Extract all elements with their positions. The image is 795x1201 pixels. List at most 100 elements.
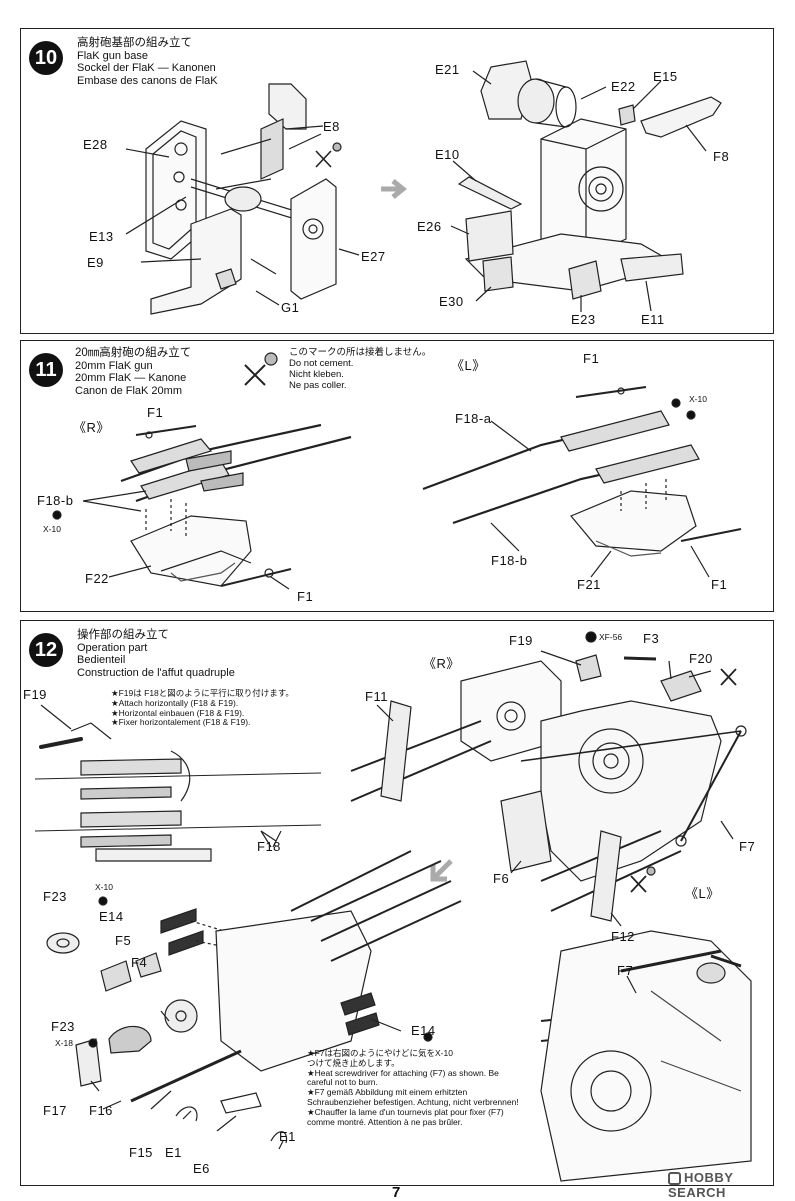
part-label: X-10 <box>95 882 113 892</box>
title-fr: Embase des canons de FlaK <box>77 74 218 87</box>
step-11-diagram <box>52 352 742 590</box>
part-label: F1 <box>297 589 314 604</box>
step-12-number: 12 <box>29 633 63 667</box>
part-label: F1 <box>147 405 164 420</box>
f7-heat-note: ★F7は右図のようにやけどに気を つけて焼き止めします。 ★Heat screw… <box>307 1048 521 1127</box>
part-label: E9 <box>87 255 104 270</box>
title-fr: Construction de l'affut quadruple <box>77 666 235 679</box>
part-label: F4 <box>131 955 148 970</box>
step-11-panel: 11 20㎜高射砲の組み立て 20mm FlaK gun 20mm FlaK —… <box>20 340 774 612</box>
step-10-diagram <box>125 60 722 315</box>
side-label-right: 《R》 <box>423 656 460 671</box>
title-en: FlaK gun base <box>77 49 148 62</box>
part-label: XF-56 <box>599 632 623 642</box>
part-label: X-10 <box>435 1048 453 1058</box>
note-fr: ★Fixer horizontalement (F18 & F19). <box>111 717 251 728</box>
part-label: E11 <box>641 312 665 327</box>
note-de: ★Horizontal einbauen (F18 & F19). <box>111 707 245 718</box>
part-label: E10 <box>435 147 460 162</box>
no-cement-de: Nicht kleben. <box>289 369 344 380</box>
part-label: G1 <box>281 300 300 315</box>
part-label: X-10 <box>689 394 707 404</box>
part-label: E13 <box>89 229 114 244</box>
part-label: F16 <box>89 1103 113 1118</box>
hobby-search-logo-icon <box>668 1172 681 1185</box>
part-label: E30 <box>439 294 464 309</box>
step-12-title: 操作部の組み立て Operation part Bedienteil Const… <box>77 629 235 679</box>
part-label: F1 <box>583 351 600 366</box>
title-en: Operation part <box>77 641 148 654</box>
page-number: 7 <box>392 1184 401 1201</box>
note-en: ★Attach horizontally (F18 & F19). <box>111 697 239 708</box>
watermark: HOBBY SEARCH <box>668 1170 795 1200</box>
note-jp: つけて焼き止めします。 <box>307 1057 400 1068</box>
note-en: ★Heat screwdriver for attaching (F7) as … <box>307 1067 499 1088</box>
part-label: F18-b <box>491 553 528 568</box>
part-label: F1 <box>711 577 728 592</box>
title-de: Bedienteil <box>77 654 126 666</box>
side-label-left: 《L》 <box>451 358 486 373</box>
part-label: F6 <box>493 871 510 886</box>
part-label: F12 <box>611 929 635 944</box>
no-cement-note: このマークの所は接着しません。 Do not cement. Nicht kle… <box>289 347 431 391</box>
part-label: E1 <box>165 1145 182 1160</box>
side-label-right: 《R》 <box>73 420 110 435</box>
part-label: F19 <box>23 687 47 702</box>
title-de: 20mm FlaK — Kanone <box>75 372 187 384</box>
note-jp: ★F7は右図のようにやけどに気を <box>307 1048 436 1058</box>
part-label: F7 <box>617 963 634 978</box>
part-label: E27 <box>361 249 386 264</box>
title-fr: Canon de FlaK 20mm <box>75 384 182 397</box>
title-jp: 20㎜高射砲の組み立て <box>75 347 192 359</box>
part-label: F5 <box>115 933 132 948</box>
part-label: F15 <box>129 1145 153 1160</box>
part-label: F23 <box>43 889 67 904</box>
no-cement-fr: Ne pas coller. <box>289 380 347 391</box>
step-10-panel: 10 高射砲基部の組み立て FlaK gun base Sockel der F… <box>20 28 774 334</box>
no-cement-en: Do not cement. <box>289 358 354 369</box>
side-label-left: 《L》 <box>685 886 720 901</box>
step-11-title: 20㎜高射砲の組み立て 20mm FlaK gun 20mm FlaK — Ka… <box>75 347 191 397</box>
note-de: ★F7 gemäß Abbildung mit einem erhitzten … <box>307 1087 519 1107</box>
part-label: F17 <box>43 1103 67 1118</box>
title-en: 20mm FlaK gun <box>75 359 153 372</box>
part-label: F20 <box>689 651 713 666</box>
title-de: Sockel der FlaK — Kanonen <box>77 62 216 74</box>
part-label: F11 <box>365 689 388 704</box>
f19-attach-note: ★F19は F18と図のように平行に取り付けます。 ★Attach horizo… <box>111 688 294 728</box>
part-label: E28 <box>83 137 108 152</box>
part-label: X-18 <box>55 1038 73 1048</box>
part-label: E23 <box>571 312 596 327</box>
part-label: F18-a <box>455 411 492 426</box>
part-label: E1 <box>279 1129 296 1144</box>
part-label: E14 <box>99 909 124 924</box>
no-cement-jp: このマークの所は接着しません。 <box>289 347 432 358</box>
part-label: E21 <box>435 62 460 77</box>
step-11-number: 11 <box>29 353 63 387</box>
part-label: F18 <box>257 839 281 854</box>
part-label: E14 <box>411 1023 436 1038</box>
part-label: F7 <box>739 839 756 854</box>
part-label: F3 <box>643 631 660 646</box>
part-label: E26 <box>417 219 442 234</box>
step-10-title: 高射砲基部の組み立て FlaK gun base Sockel der FlaK… <box>77 37 218 87</box>
note-jp: ★F19は F18と図のように平行に取り付けます。 <box>111 688 294 698</box>
title-jp: 操作部の組み立て <box>77 629 169 641</box>
part-label: E22 <box>611 79 636 94</box>
title-jp: 高射砲基部の組み立て <box>77 37 192 49</box>
step-12-diagram <box>34 631 752 1182</box>
part-label: E15 <box>653 69 678 84</box>
part-label: F19 <box>509 633 533 648</box>
step-10-number: 10 <box>29 41 63 75</box>
step-12-panel: 12 操作部の組み立て Operation part Bedienteil Co… <box>20 620 774 1186</box>
part-label: E6 <box>193 1161 210 1176</box>
part-label: F22 <box>85 571 109 586</box>
part-label: X-10 <box>43 524 61 534</box>
note-fr: ★Chauffer la lame d'un tournevis plat po… <box>307 1106 504 1127</box>
part-label: F8 <box>713 149 730 164</box>
part-label: E8 <box>323 119 340 134</box>
part-label: F21 <box>577 577 601 592</box>
part-label: F23 <box>51 1019 75 1034</box>
watermark-text: HOBBY SEARCH <box>668 1170 734 1200</box>
part-label: F18-b <box>37 493 74 508</box>
